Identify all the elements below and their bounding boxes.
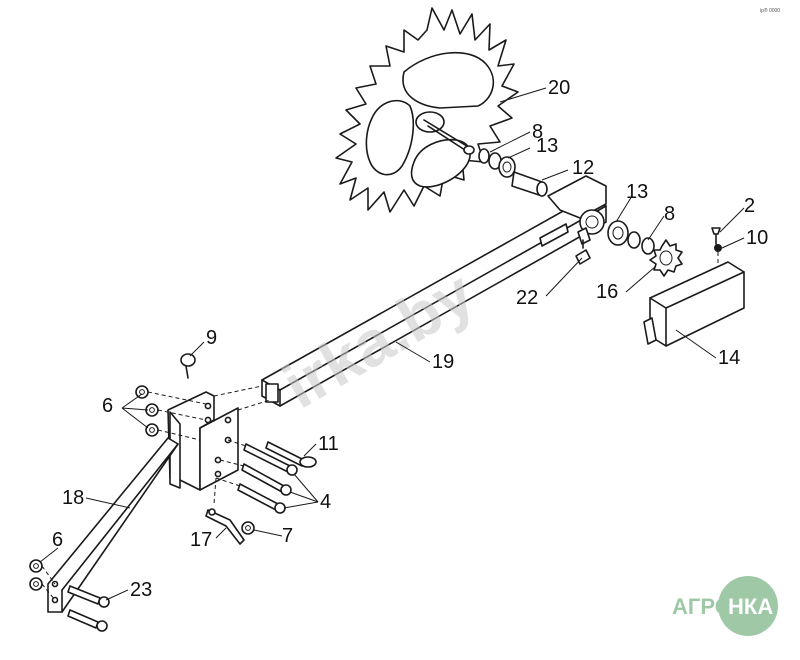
logo-text-right: НКА xyxy=(728,594,773,619)
label-17: 17 xyxy=(190,529,212,551)
label-18: 18 xyxy=(62,487,84,509)
label-16: 16 xyxy=(596,281,618,303)
nuts-6-upper xyxy=(135,385,159,437)
logo-circle xyxy=(718,576,778,636)
label-20: 20 xyxy=(548,77,570,99)
label-4: 4 xyxy=(320,491,331,513)
bearing-13b xyxy=(607,220,629,246)
callout-leaders xyxy=(39,87,745,601)
washer-8c xyxy=(627,231,641,249)
agronka-logo: АГРО НКА xyxy=(672,576,778,636)
label-13b: 13 xyxy=(626,181,648,203)
screw-2-nut-10 xyxy=(711,227,722,268)
right-hub-hardware xyxy=(607,220,683,277)
mount-bracket xyxy=(167,391,239,491)
nuts-6-lower xyxy=(29,559,56,601)
part-14-cover xyxy=(643,261,745,347)
label-9: 9 xyxy=(206,327,217,349)
callout-numbers: 20 8 13 12 13 8 2 10 22 16 14 19 9 6 11 … xyxy=(52,77,768,601)
part-22-bolt xyxy=(575,239,591,265)
part-20-spiked-wheel xyxy=(335,7,519,213)
label-14: 14 xyxy=(718,347,740,369)
part-18-flat-bar xyxy=(47,437,179,613)
axle-hardware xyxy=(478,148,548,197)
label-23: 23 xyxy=(130,579,152,601)
label-7: 7 xyxy=(282,525,293,547)
label-10: 10 xyxy=(746,227,768,249)
logo-text-left: АГРО xyxy=(672,594,732,619)
washer-8d xyxy=(641,237,655,255)
sprocket-16 xyxy=(649,239,683,277)
label-8: 8 xyxy=(532,121,543,143)
label-2: 2 xyxy=(744,195,755,217)
label-6b: 6 xyxy=(52,529,63,551)
bolts-4 xyxy=(215,439,298,514)
part-17-lever xyxy=(205,477,245,545)
label-8b: 8 xyxy=(664,203,675,225)
label-11: 11 xyxy=(318,433,339,455)
label-13: 13 xyxy=(536,135,558,157)
part-9-clip xyxy=(180,353,196,379)
washer-8a xyxy=(478,148,490,164)
bearing-13a xyxy=(498,156,516,178)
label-6: 6 xyxy=(102,395,113,417)
part-19-main-tube xyxy=(261,175,607,407)
label-19: 19 xyxy=(432,351,454,373)
watermark-text: irka.by xyxy=(271,256,486,422)
corner-code: ip® 0000 xyxy=(760,7,780,14)
part-11-pin xyxy=(265,441,317,468)
label-12: 12 xyxy=(572,157,594,179)
part-7-nut xyxy=(241,521,255,535)
label-22: 22 xyxy=(516,287,538,309)
bolts-23 xyxy=(67,585,110,632)
